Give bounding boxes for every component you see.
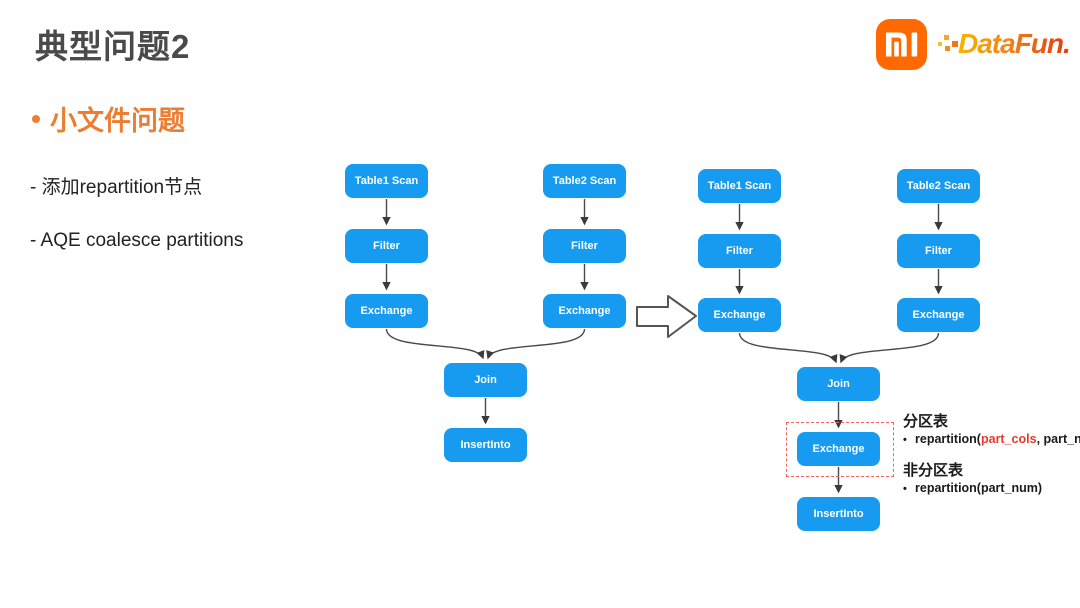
node-label: Exchange bbox=[713, 309, 766, 321]
list-bullet: • bbox=[903, 434, 907, 446]
partitioned-table-heading: 分区表 bbox=[903, 413, 949, 430]
code-text: repartition( bbox=[915, 432, 981, 446]
bullet-point-1: - 添加repartition节点 bbox=[30, 177, 203, 198]
node-left-join: Join bbox=[444, 363, 527, 397]
bullet-dot-icon bbox=[32, 114, 40, 123]
datafun-logo: DataFun. bbox=[938, 28, 1071, 60]
bullet-point-2: - AQE coalesce partitions bbox=[30, 230, 244, 251]
xiaomi-mi-mark-icon bbox=[885, 32, 917, 57]
node-label: Join bbox=[827, 378, 850, 390]
node-right-table2-scan: Table2 Scan bbox=[897, 169, 980, 203]
code-text: , part_num) bbox=[1036, 432, 1080, 446]
node-left-table1-scan: Table1 Scan bbox=[345, 164, 428, 198]
node-label: InsertInto bbox=[813, 508, 864, 520]
node-label: Filter bbox=[925, 245, 952, 257]
node-label: Table2 Scan bbox=[552, 175, 617, 187]
section-title: 小文件问题 bbox=[50, 106, 185, 136]
node-label: Filter bbox=[571, 240, 598, 252]
xiaomi-logo bbox=[876, 19, 927, 70]
node-right-filter-1: Filter bbox=[698, 234, 781, 268]
section-heading: 小文件问题 bbox=[32, 99, 185, 138]
node-right-join: Join bbox=[797, 367, 880, 401]
node-label: Table1 Scan bbox=[354, 175, 419, 187]
nonpartitioned-table-heading: 非分区表 bbox=[903, 462, 964, 479]
node-right-repartition-exchange: Exchange bbox=[797, 432, 880, 466]
node-left-filter-2: Filter bbox=[543, 229, 626, 263]
list-bullet: • bbox=[903, 483, 907, 495]
node-label: Filter bbox=[726, 245, 753, 257]
node-label: Exchange bbox=[812, 443, 865, 455]
nonpartitioned-table-code: • repartition(part_num) bbox=[903, 480, 1079, 498]
node-label: Table2 Scan bbox=[906, 180, 971, 192]
node-right-exchange-1: Exchange bbox=[698, 298, 781, 332]
transform-arrow-icon bbox=[636, 295, 697, 338]
datafun-wordmark: DataFun. bbox=[958, 28, 1071, 59]
node-left-table2-scan: Table2 Scan bbox=[543, 164, 626, 198]
node-label: Exchange bbox=[912, 309, 965, 321]
node-right-exchange-2: Exchange bbox=[897, 298, 980, 332]
node-label: InsertInto bbox=[460, 439, 511, 451]
node-left-insertinto: InsertInto bbox=[444, 428, 527, 462]
repartition-highlight-box bbox=[786, 422, 894, 477]
node-label: Filter bbox=[373, 240, 400, 252]
partitioned-table-code: • repartition(part_cols, part_num) bbox=[903, 431, 1080, 449]
code-text: repartition(part_num) bbox=[915, 481, 1043, 495]
node-label: Exchange bbox=[558, 305, 611, 317]
page-title: 典型问题2 bbox=[35, 28, 191, 65]
node-left-exchange-2: Exchange bbox=[543, 294, 626, 328]
node-label: Exchange bbox=[360, 305, 413, 317]
datafun-pixels-icon bbox=[938, 31, 958, 57]
node-left-filter-1: Filter bbox=[345, 229, 428, 263]
node-right-insertinto: InsertInto bbox=[797, 497, 880, 531]
node-right-table1-scan: Table1 Scan bbox=[698, 169, 781, 203]
node-left-exchange-1: Exchange bbox=[345, 294, 428, 328]
node-label: Table1 Scan bbox=[707, 180, 772, 192]
annotation-block: 分区表 • repartition(part_cols, part_num) 非分… bbox=[903, 412, 1080, 498]
code-highlight: part_cols bbox=[980, 432, 1037, 446]
node-label: Join bbox=[474, 374, 497, 386]
node-right-filter-2: Filter bbox=[897, 234, 980, 268]
